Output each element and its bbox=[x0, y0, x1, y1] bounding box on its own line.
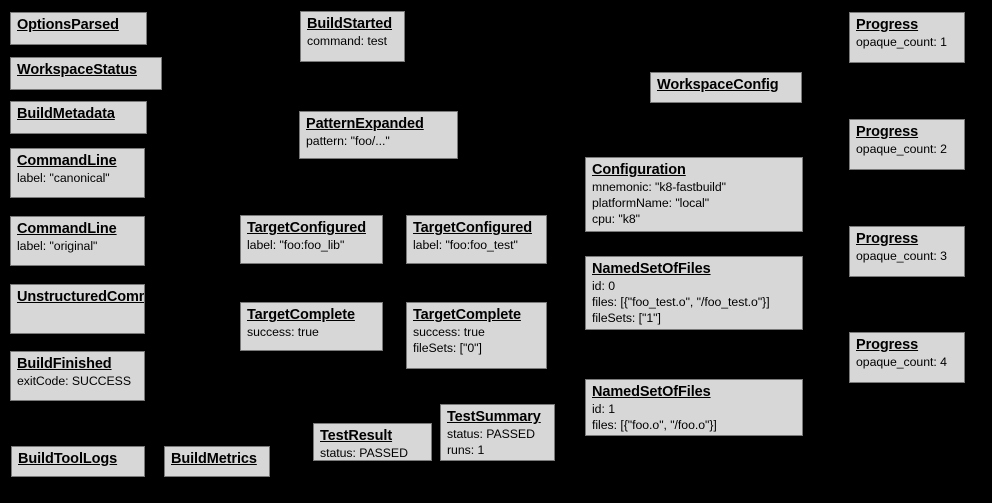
event-node-target-complete-lib[interactable]: TargetComplete success: true bbox=[240, 302, 383, 351]
event-node-title: BuildToolLogs bbox=[18, 451, 118, 467]
event-node-title: Progress bbox=[856, 124, 919, 140]
event-node-title: OptionsParsed bbox=[17, 17, 119, 33]
event-node-field: label: "original" bbox=[17, 239, 98, 254]
event-node-command-line-canonical[interactable]: CommandLine label: "canonical" bbox=[10, 148, 145, 198]
event-node-fields: pattern: "foo/..." bbox=[306, 134, 451, 150]
event-node-field: status: PASSED bbox=[447, 427, 535, 442]
event-node-field: fileSets: ["0"] bbox=[413, 340, 482, 355]
event-node-options-parsed[interactable]: OptionsParsed bbox=[10, 12, 147, 45]
event-node-fields: label: "foo:foo_lib" bbox=[247, 238, 376, 254]
event-node-title: NamedSetOfFiles bbox=[592, 261, 711, 277]
event-node-target-configured-foo-lib[interactable]: TargetConfigured label: "foo:foo_lib" bbox=[240, 215, 383, 264]
event-node-title: UnstructuredCommandLine bbox=[17, 289, 144, 305]
event-node-field: opaque_count: 2 bbox=[856, 142, 947, 157]
event-node-title: TargetComplete bbox=[413, 307, 521, 323]
event-node-title: BuildStarted bbox=[307, 16, 393, 32]
event-node-build-tool-logs[interactable]: BuildToolLogs bbox=[11, 446, 145, 477]
event-node-title: CommandLine bbox=[17, 153, 117, 169]
event-node-progress-3[interactable]: Progress opaque_count: 3 bbox=[849, 226, 965, 277]
event-node-title: Progress bbox=[856, 17, 919, 33]
event-node-progress-4[interactable]: Progress opaque_count: 4 bbox=[849, 332, 965, 383]
event-node-title: CommandLine bbox=[17, 221, 117, 237]
event-node-field: files: [{"foo.o", "/foo.o"}] bbox=[592, 417, 717, 432]
event-node-fields: label: "foo:foo_test" bbox=[413, 238, 540, 254]
event-node-title: BuildMetrics bbox=[171, 451, 257, 467]
event-node-field: pattern: "foo/..." bbox=[306, 134, 390, 149]
event-node-configuration[interactable]: Configuration mnemonic: "k8-fastbuild"pla… bbox=[585, 157, 803, 232]
event-node-title: TargetConfigured bbox=[247, 220, 366, 236]
event-node-fields: opaque_count: 3 bbox=[856, 249, 958, 265]
event-node-title: TargetComplete bbox=[247, 307, 355, 323]
event-node-fields: opaque_count: 1 bbox=[856, 35, 958, 51]
event-node-progress-1[interactable]: Progress opaque_count: 1 bbox=[849, 12, 965, 63]
event-node-target-configured-foo-test[interactable]: TargetConfigured label: "foo:foo_test" bbox=[406, 215, 547, 264]
event-node-field: command: test bbox=[307, 34, 387, 49]
event-node-field: opaque_count: 3 bbox=[856, 249, 947, 264]
event-node-fields: opaque_count: 2 bbox=[856, 142, 958, 158]
event-node-title: TargetConfigured bbox=[413, 220, 532, 236]
event-node-workspace-config[interactable]: WorkspaceConfig bbox=[650, 72, 802, 103]
event-node-build-metrics[interactable]: BuildMetrics bbox=[164, 446, 270, 477]
event-node-field: files: [{"foo_test.o", "/foo_test.o"}] bbox=[592, 294, 770, 309]
event-node-field: cpu: "k8" bbox=[592, 211, 640, 226]
event-node-title: BuildFinished bbox=[17, 356, 112, 372]
event-node-title: TestSummary bbox=[447, 409, 541, 425]
event-node-field: id: 0 bbox=[592, 279, 615, 294]
event-node-test-result[interactable]: TestResult status: PASSED bbox=[313, 423, 432, 461]
event-node-field: id: 1 bbox=[592, 402, 615, 417]
event-node-fields: command: test bbox=[307, 34, 398, 50]
event-node-field: label: "foo:foo_test" bbox=[413, 238, 518, 253]
event-node-field: status: PASSED bbox=[320, 446, 408, 461]
event-node-field: label: "foo:foo_lib" bbox=[247, 238, 345, 253]
event-node-fields: label: "original" bbox=[17, 239, 138, 255]
event-node-field: runs: 1 bbox=[447, 442, 485, 457]
event-node-field: label: "canonical" bbox=[17, 171, 110, 186]
event-node-fields: opaque_count: 4 bbox=[856, 355, 958, 371]
event-node-field: success: true bbox=[247, 325, 319, 340]
event-node-fields: mnemonic: "k8-fastbuild"platformName: "l… bbox=[592, 180, 796, 227]
event-node-title: WorkspaceConfig bbox=[657, 77, 779, 93]
event-node-field: fileSets: ["1"] bbox=[592, 310, 661, 325]
event-node-title: NamedSetOfFiles bbox=[592, 384, 711, 400]
event-node-title: Progress bbox=[856, 231, 919, 247]
event-node-fields: success: true bbox=[247, 325, 376, 341]
event-node-title: TestResult bbox=[320, 428, 393, 444]
event-node-build-started[interactable]: BuildStarted command: test bbox=[300, 11, 405, 62]
event-node-field: platformName: "local" bbox=[592, 195, 710, 210]
event-node-build-finished[interactable]: BuildFinished exitCode: SUCCESS bbox=[10, 351, 145, 401]
event-node-title: BuildMetadata bbox=[17, 106, 115, 122]
event-node-unstructured-command-line[interactable]: UnstructuredCommandLine bbox=[10, 284, 145, 334]
event-node-title: WorkspaceStatus bbox=[17, 62, 137, 78]
event-node-fields: status: PASSED bbox=[320, 446, 425, 461]
event-node-field: success: true bbox=[413, 325, 485, 340]
event-node-title: Configuration bbox=[592, 162, 686, 178]
event-node-progress-2[interactable]: Progress opaque_count: 2 bbox=[849, 119, 965, 170]
event-node-field: opaque_count: 1 bbox=[856, 35, 947, 50]
event-node-field: opaque_count: 4 bbox=[856, 355, 947, 370]
event-node-title: PatternExpanded bbox=[306, 116, 424, 132]
event-node-command-line-original[interactable]: CommandLine label: "original" bbox=[10, 216, 145, 266]
event-node-build-metadata[interactable]: BuildMetadata bbox=[10, 101, 147, 134]
event-node-fields: exitCode: SUCCESS bbox=[17, 374, 138, 390]
event-node-field: mnemonic: "k8-fastbuild" bbox=[592, 180, 726, 195]
event-node-field: exitCode: SUCCESS bbox=[17, 374, 131, 389]
event-node-fields: label: "canonical" bbox=[17, 171, 138, 187]
event-node-workspace-status[interactable]: WorkspaceStatus bbox=[10, 57, 162, 90]
event-node-title: Progress bbox=[856, 337, 919, 353]
event-node-pattern-expanded[interactable]: PatternExpanded pattern: "foo/..." bbox=[299, 111, 458, 159]
